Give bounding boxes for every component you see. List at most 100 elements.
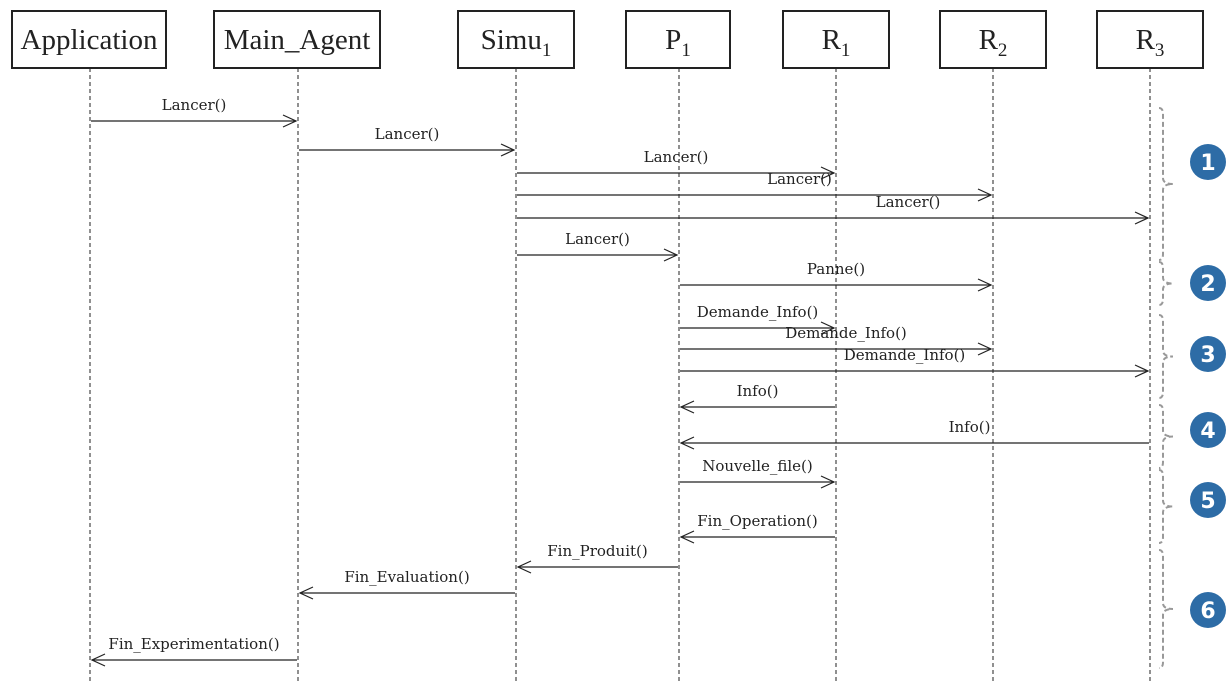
messages: Lancer() Lancer() Lancer() Lancer() Lancer()… xyxy=(90,96,1150,667)
message-16: Fin_Evaluation() xyxy=(298,568,515,600)
message-12: Info() xyxy=(679,418,1149,450)
participant-label-app: Application xyxy=(21,24,158,56)
arrowhead-icon xyxy=(820,321,836,335)
arrowhead-icon xyxy=(977,342,993,356)
message-label: Lancer() xyxy=(644,148,709,166)
arrowhead-icon xyxy=(282,114,298,128)
message-15: Fin_Produit() xyxy=(516,542,678,574)
arrowhead-icon xyxy=(500,143,516,157)
step-number: 4 xyxy=(1200,419,1215,444)
arrowhead-icon xyxy=(90,653,106,667)
participant-name: Simu xyxy=(481,24,542,56)
participant-r3: R3 xyxy=(1096,10,1204,69)
step-number: 1 xyxy=(1200,151,1215,176)
message-10: Demande_Info() xyxy=(680,346,1150,378)
step-number: 6 xyxy=(1200,599,1215,624)
arrowhead-icon xyxy=(516,560,532,574)
brace-icon xyxy=(1158,314,1174,399)
participant-name: P xyxy=(665,24,681,56)
arrowhead-icon xyxy=(298,586,314,600)
arrowhead-icon xyxy=(820,475,836,489)
arrowhead-icon xyxy=(679,436,695,450)
step-badge xyxy=(1190,482,1226,518)
message-label: Fin_Operation() xyxy=(697,512,817,530)
arrowhead-icon xyxy=(1134,364,1150,378)
message-label: Nouvelle_file() xyxy=(702,457,813,475)
participant-r2: R2 xyxy=(939,10,1047,69)
participant-box-r2 xyxy=(939,10,1047,69)
brace-icon xyxy=(1158,107,1174,261)
brace-icon xyxy=(1158,549,1174,669)
brace-icon xyxy=(1158,261,1174,306)
participant-subscript: 1 xyxy=(681,40,691,61)
participant-name: Main_Agent xyxy=(224,24,371,56)
participant-r1: R1 xyxy=(782,10,890,69)
participant-subscript: 1 xyxy=(841,40,851,61)
message-6: Lancer() xyxy=(517,230,679,262)
step-number: 2 xyxy=(1200,272,1215,297)
message-label: Demande_Info() xyxy=(785,324,907,342)
participant-name: R xyxy=(822,24,842,56)
step-badge xyxy=(1190,592,1226,628)
step-3: 3 xyxy=(1158,314,1226,399)
participant-label-simu: Simu1 xyxy=(481,24,552,61)
arrowhead-icon xyxy=(663,248,679,262)
step-badge xyxy=(1190,336,1226,372)
participant-box-simu xyxy=(457,10,575,69)
participant-box-p1 xyxy=(625,10,731,69)
arrowhead-icon xyxy=(679,400,695,414)
step-number: 3 xyxy=(1200,343,1215,368)
step-markers: 1 2 3 4 5 6 xyxy=(1158,107,1226,669)
message-label: Demande_Info() xyxy=(697,303,819,321)
message-4: Lancer() xyxy=(517,170,993,202)
message-5: Lancer() xyxy=(517,193,1150,225)
message-13: Nouvelle_file() xyxy=(680,457,836,489)
message-label: Lancer() xyxy=(767,170,832,188)
participant-app: Application xyxy=(11,10,167,69)
message-17: Fin_Experimentation() xyxy=(90,635,297,667)
message-7: Panne() xyxy=(680,260,993,292)
step-number: 5 xyxy=(1200,489,1215,514)
brace-icon xyxy=(1158,469,1174,544)
participant-subscript: 2 xyxy=(998,40,1008,61)
participant-box-r1 xyxy=(782,10,890,69)
message-label: Panne() xyxy=(807,260,865,278)
participant-simu: Simu1 xyxy=(457,10,575,69)
message-label: Fin_Evaluation() xyxy=(344,568,469,586)
participant-label-r1: R1 xyxy=(822,24,851,61)
message-9: Demande_Info() xyxy=(680,324,993,356)
step-badge xyxy=(1190,144,1226,180)
message-8: Demande_Info() xyxy=(680,303,836,335)
step-badge xyxy=(1190,265,1226,301)
participant-label-r2: R2 xyxy=(979,24,1008,61)
step-5: 5 xyxy=(1158,469,1226,544)
message-label: Demande_Info() xyxy=(844,346,966,364)
message-2: Lancer() xyxy=(299,125,516,157)
arrowhead-icon xyxy=(977,188,993,202)
step-1: 1 xyxy=(1158,107,1226,261)
participant-box-main xyxy=(213,10,381,69)
message-label: Lancer() xyxy=(162,96,227,114)
participant-main: Main_Agent xyxy=(213,10,381,69)
message-3: Lancer() xyxy=(517,148,836,180)
participant-name: Application xyxy=(21,24,158,56)
participant-name: R xyxy=(1136,24,1156,56)
message-14: Fin_Operation() xyxy=(679,512,835,544)
step-4: 4 xyxy=(1158,404,1226,469)
participant-subscript: 3 xyxy=(1155,40,1165,61)
arrowhead-icon xyxy=(820,166,836,180)
lifelines xyxy=(89,68,1151,684)
participant-box-r3 xyxy=(1096,10,1204,69)
message-1: Lancer() xyxy=(91,96,298,128)
participant-subscript: 1 xyxy=(542,40,552,61)
step-2: 2 xyxy=(1158,261,1226,306)
arrowhead-icon xyxy=(1134,211,1150,225)
message-label: Info() xyxy=(737,382,779,400)
brace-icon xyxy=(1158,404,1174,469)
participant-p1: P1 xyxy=(625,10,731,69)
message-label: Lancer() xyxy=(565,230,630,248)
message-11: Info() xyxy=(679,382,835,414)
